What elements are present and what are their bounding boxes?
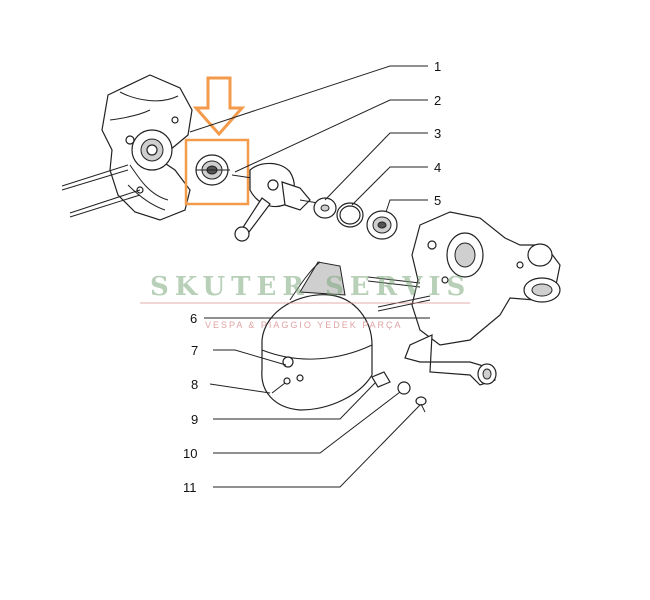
bolt-11: [415, 396, 427, 413]
washer-10: [397, 381, 411, 395]
stud-bolts-right: [367, 276, 431, 312]
watermark-title: SKUTER SERVIS: [150, 272, 471, 302]
callout-11: 11: [183, 480, 197, 495]
callout-lines: [189, 65, 430, 488]
callout-4: 4: [434, 160, 441, 175]
crankshaft: [231, 162, 319, 242]
callout-8: 8: [191, 377, 198, 392]
callout-9: 9: [191, 412, 198, 427]
o-ring: [336, 202, 364, 228]
watermark-subtitle: VESPA & PIAGGIO YEDEK PARÇA: [205, 320, 403, 330]
flywheel-side-bearing: [366, 210, 398, 240]
stud-bolts-left: [61, 164, 141, 218]
callout-numbers: 1 2 3 4 5 6 7 8 9 10 11: [183, 59, 441, 495]
main-bearing: [195, 154, 230, 186]
callout-7: 7: [191, 343, 198, 358]
highlight-box: [184, 138, 250, 206]
clip-9: [371, 371, 391, 388]
callout-5: 5: [434, 193, 441, 208]
callout-6: 6: [190, 311, 197, 326]
callout-3: 3: [434, 126, 441, 141]
left-crankcase: [101, 74, 193, 221]
screw-8: [271, 377, 291, 394]
callout-2: 2: [434, 93, 441, 108]
right-crankcase: [404, 211, 561, 386]
callout-10: 10: [183, 446, 197, 461]
callout-1: 1: [434, 59, 441, 74]
highlight-arrow-icon: [192, 76, 246, 137]
thrust-washer: [313, 197, 337, 219]
watermark: SKUTER SERVIS VESPA & PIAGGIO YEDEK PARÇ…: [140, 272, 471, 330]
